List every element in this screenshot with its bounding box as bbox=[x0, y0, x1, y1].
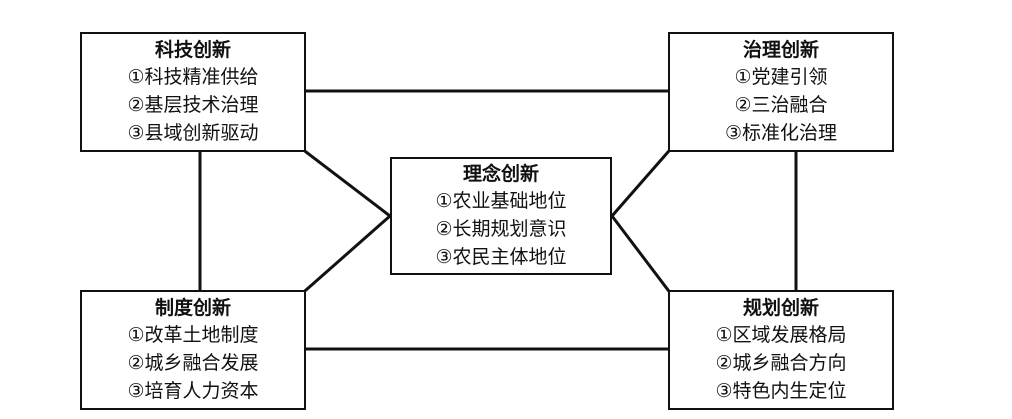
node-item: ③农民主体地位 bbox=[435, 246, 567, 268]
node-title: 规划创新 bbox=[742, 297, 819, 319]
node-zhidu-chuangxin: 制度创新 ①改革土地制度 ②城乡融合发展 ③培育人力资本 bbox=[80, 290, 306, 410]
node-item: ②城乡融合发展 bbox=[127, 352, 259, 374]
node-item: ③培育人力资本 bbox=[127, 380, 259, 402]
link-left-to-linian bbox=[303, 149, 393, 293]
node-title: 科技创新 bbox=[154, 39, 231, 61]
node-item: ③标准化治理 bbox=[724, 122, 838, 144]
node-guihua-chuangxin: 规划创新 ①区域发展格局 ②城乡融合方向 ③特色内生定位 bbox=[668, 290, 894, 410]
node-item: ①农业基础地位 bbox=[435, 190, 567, 212]
node-item: ③特色内生定位 bbox=[715, 380, 847, 402]
node-item: ①党建引领 bbox=[734, 66, 828, 88]
node-item: ①科技精准供给 bbox=[127, 66, 259, 88]
node-linian-chuangxin: 理念创新 ①农业基础地位 ②长期规划意识 ③农民主体地位 bbox=[390, 157, 612, 275]
node-item: ①区域发展格局 bbox=[715, 324, 847, 346]
node-title: 制度创新 bbox=[154, 297, 231, 319]
node-item: ②三治融合 bbox=[734, 94, 828, 116]
node-item: ③县域创新驱动 bbox=[127, 122, 259, 144]
node-item: ②基层技术治理 bbox=[127, 94, 259, 116]
node-item: ②长期规划意识 bbox=[435, 218, 567, 240]
link-right-to-linian bbox=[610, 149, 671, 293]
node-title: 治理创新 bbox=[742, 39, 819, 61]
node-zhili-chuangxin: 治理创新 ①党建引领 ②三治融合 ③标准化治理 bbox=[668, 32, 894, 152]
node-keji-chuangxin: 科技创新 ①科技精准供给 ②基层技术治理 ③县域创新驱动 bbox=[80, 32, 306, 152]
node-title: 理念创新 bbox=[462, 163, 539, 185]
node-item: ②城乡融合方向 bbox=[715, 352, 847, 374]
node-item: ①改革土地制度 bbox=[127, 324, 259, 346]
